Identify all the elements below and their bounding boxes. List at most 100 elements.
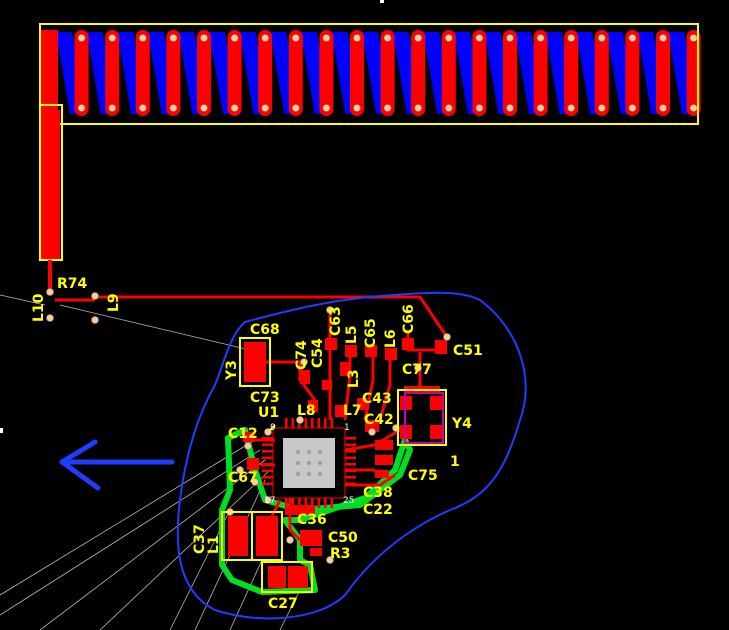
via [296, 416, 304, 424]
label-c42: C42 [364, 412, 394, 428]
antenna-via [506, 104, 514, 112]
u1-pin [324, 418, 327, 428]
u1-pin [262, 456, 273, 460]
u1-pin [345, 463, 356, 466]
ratsnest-line [0, 439, 256, 596]
label-c66: C66 [401, 304, 417, 334]
u1-pin [330, 498, 334, 508]
antenna-via [77, 34, 86, 42]
antenna-via [597, 104, 606, 112]
u1-pin [324, 498, 327, 508]
antenna-via [444, 104, 453, 112]
label-c50: C50 [328, 530, 358, 546]
u1-pin [345, 437, 356, 440]
u1-pin [262, 469, 273, 473]
antenna-via [291, 34, 300, 42]
u1-pin [311, 418, 314, 428]
u1-thermal-via [295, 460, 301, 466]
u1-package[interactable] [262, 418, 356, 508]
label-c43: C43 [362, 391, 392, 407]
label-l6: L6 [383, 329, 399, 348]
u1-pin [304, 498, 308, 508]
via [414, 364, 422, 372]
label-l5: L5 [344, 325, 360, 344]
antenna-via [383, 104, 392, 112]
antenna-top-strip [105, 30, 120, 116]
antenna-via [139, 104, 147, 112]
label-c12: C12 [228, 426, 258, 442]
ratsnest-line [0, 294, 46, 306]
antenna-top-strip [503, 30, 517, 116]
antenna-feed-strip [40, 30, 58, 116]
c74-pad [300, 370, 310, 384]
antenna-silk-outline [39, 23, 699, 125]
antenna-top-strip [594, 30, 609, 116]
u1-pin [291, 498, 295, 508]
u1-pin [262, 482, 273, 486]
antenna-via [689, 34, 698, 42]
rf-trace-group [55, 295, 449, 338]
antenna-top-strip [197, 30, 211, 116]
u1-pin [317, 418, 321, 428]
label-l1: L1 [206, 535, 222, 554]
c36-pad [256, 516, 278, 538]
antenna-via [567, 34, 576, 42]
antenna-top-strip [533, 30, 548, 116]
antenna-top-strip [411, 30, 426, 116]
antenna-top-strip [288, 30, 303, 116]
label-r74: R74 [57, 276, 88, 292]
label-c68: C68 [250, 322, 280, 338]
antenna-via [230, 104, 239, 112]
antenna-via [536, 104, 545, 112]
via [46, 288, 54, 296]
antenna-via [261, 34, 270, 42]
antenna-via [628, 34, 637, 42]
c27-pad [268, 566, 286, 588]
antenna-top-strip [350, 30, 364, 116]
u1-thermal-via [317, 471, 323, 477]
antenna-via [659, 104, 667, 112]
label-c77: C77 [402, 362, 432, 378]
u1-pin [304, 418, 308, 428]
designator-labels: R74 L10 L9 C68 Y3 C73 C74 C54 C63 L5 C65… [31, 276, 483, 612]
c27-silk [261, 561, 313, 593]
ratsnest-line [279, 589, 301, 630]
silkscreen-outlines [221, 337, 447, 593]
u1-pin [285, 498, 288, 508]
u1-thermal-via [306, 460, 312, 466]
antenna-top-strip [472, 30, 487, 116]
label-y3: Y3 [224, 360, 240, 381]
via [264, 428, 272, 436]
via [300, 358, 308, 366]
label-l9: L9 [106, 293, 122, 312]
ratsnest-line [229, 559, 263, 630]
left-arrow-icon [59, 439, 175, 491]
antenna-via [597, 34, 606, 42]
antenna-via [200, 34, 208, 42]
label-c75: C75 [408, 468, 438, 484]
label-c65: C65 [363, 318, 379, 348]
label-l10: L10 [31, 293, 47, 322]
u1-pin25-label: 25 [343, 496, 354, 506]
antenna-via [353, 34, 361, 42]
label-c38: C38 [363, 485, 393, 501]
u1-pin [262, 443, 273, 447]
antenna-top-strip [258, 30, 273, 116]
label-c36: C36 [297, 512, 327, 528]
antenna-via [200, 104, 208, 112]
antenna-via [139, 34, 147, 42]
edge-marker [380, 0, 384, 3]
label-u1: U1 [258, 405, 279, 421]
antenna-top-strip [564, 30, 579, 116]
antenna-via [108, 34, 116, 42]
label-c54: C54 [310, 338, 326, 368]
antenna-via [567, 104, 576, 112]
antenna-top-strip [625, 30, 640, 116]
u1-pin [345, 456, 356, 460]
antenna-top-strip [656, 30, 670, 116]
antenna-via [506, 34, 514, 42]
via [326, 556, 334, 564]
label-c73: C73 [250, 390, 280, 406]
c37-pad [228, 516, 248, 538]
